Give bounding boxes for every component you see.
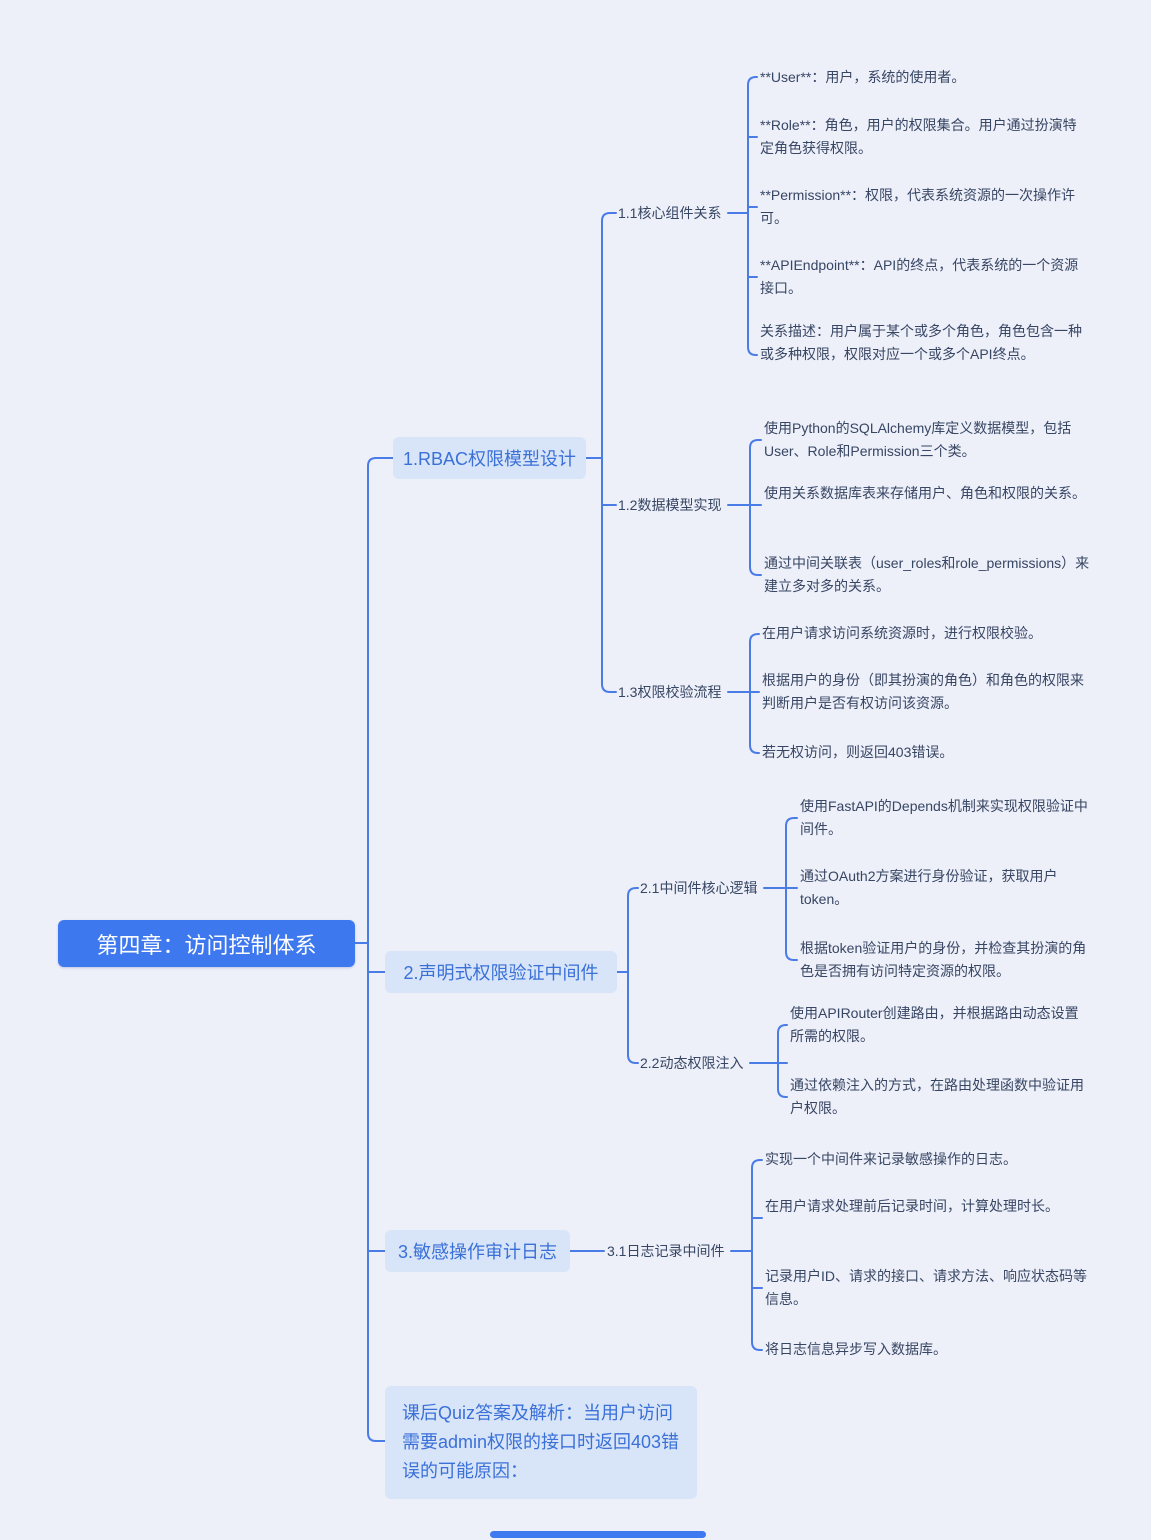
sub-node-2-2[interactable]: 2.2动态权限注入 [640, 1055, 744, 1071]
sub-node-2-1[interactable]: 2.1中间件核心逻辑 [640, 880, 758, 896]
leaf-node[interactable]: 根据用户的身份（即其扮演的角色）和角色的权限来判断用户是否有权访问该资源。 [762, 672, 1084, 711]
note-node[interactable]: 课后Quiz答案及解析：当用户访问需要admin权限的接口时返回403错误的可能… [385, 1386, 697, 1499]
leaf-node[interactable]: 实现一个中间件来记录敏感操作的日志。 [765, 1151, 1017, 1167]
leaf-node[interactable]: 将日志信息异步写入数据库。 [765, 1341, 947, 1357]
sub-node-1-3[interactable]: 1.3权限校验流程 [618, 684, 722, 700]
leaf-node[interactable]: 若无权访问，则返回403错误。 [762, 744, 954, 760]
leaf-node[interactable]: **Permission**：权限，代表系统资源的一次操作许可。 [760, 187, 1076, 226]
branch-node-1[interactable]: 1.RBAC权限模型设计 [393, 437, 586, 479]
leaf-node[interactable]: 根据token验证用户的身份，并检查其扮演的角色是否拥有访问特定资源的权限。 [800, 940, 1087, 979]
scrollbar-thumb-horizontal[interactable] [490, 1531, 706, 1538]
leaf-node[interactable]: **User**：用户，系统的使用者。 [760, 69, 966, 85]
sub-node-1-2[interactable]: 1.2数据模型实现 [618, 497, 722, 513]
leaf-node[interactable]: 在用户请求处理前后记录时间，计算处理时长。 [765, 1198, 1059, 1214]
leaf-node[interactable]: 关系描述：用户属于某个或多个角色，角色包含一种或多种权限，权限对应一个或多个AP… [760, 323, 1082, 362]
leaf-node[interactable]: 记录用户ID、请求的接口、请求方法、响应状态码等信息。 [765, 1268, 1087, 1307]
leaf-node[interactable]: 使用FastAPI的Depends机制来实现权限验证中间件。 [800, 798, 1088, 837]
leaf-node[interactable]: 使用关系数据库表来存储用户、角色和权限的关系。 [764, 485, 1086, 501]
leaf-node[interactable]: **APIEndpoint**：API的终点，代表系统的一个资源接口。 [760, 257, 1079, 296]
leaf-node[interactable]: 通过OAuth2方案进行身份验证，获取用户token。 [800, 868, 1058, 907]
leaf-node[interactable]: 使用Python的SQLAlchemy库定义数据模型，包括User、Role和P… [764, 420, 1072, 459]
sub-node-3-1[interactable]: 3.1日志记录中间件 [607, 1243, 725, 1259]
sub-node-1-1[interactable]: 1.1核心组件关系 [618, 205, 722, 221]
leaf-node[interactable]: 通过中间关联表（user_roles和role_permissions）来建立多… [764, 555, 1090, 594]
leaf-node[interactable]: 使用APIRouter创建路由，并根据路由动态设置所需的权限。 [790, 1005, 1079, 1044]
branch-node-2[interactable]: 2.声明式权限验证中间件 [385, 951, 617, 993]
root-node[interactable]: 第四章：访问控制体系 [58, 920, 355, 967]
branch-node-3[interactable]: 3.敏感操作审计日志 [385, 1230, 570, 1272]
leaf-node[interactable]: 通过依赖注入的方式，在路由处理函数中验证用户权限。 [790, 1077, 1084, 1116]
leaf-node[interactable]: **Role**：角色，用户的权限集合。用户通过扮演特定角色获得权限。 [760, 117, 1077, 156]
leaf-node[interactable]: 在用户请求访问系统资源时，进行权限校验。 [762, 625, 1042, 641]
